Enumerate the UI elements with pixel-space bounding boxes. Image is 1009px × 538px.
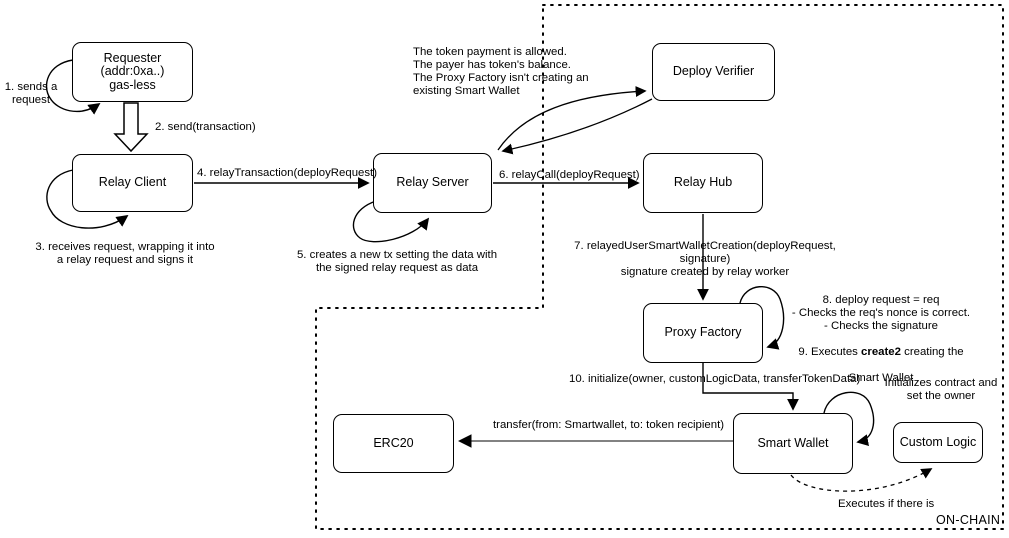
label-step6: 6. relayCall(deployRequest): [499, 169, 640, 181]
label-step5: 5. creates a new tx setting the data wit…: [296, 249, 498, 274]
box-smart-wallet: Smart Wallet: [733, 413, 853, 474]
onchain-region-label: ON-CHAIN: [936, 513, 1001, 527]
box-relay-server: Relay Server: [373, 153, 492, 213]
smart-wallet-self-loop-arrow: [823, 391, 875, 446]
label-step1: 1. sends a request: [4, 81, 58, 106]
send-transaction-block-arrow: [113, 102, 149, 153]
box-relay-client: Relay Client: [72, 154, 193, 212]
box-relay-hub: Relay Hub: [643, 153, 763, 213]
box-erc20: ERC20: [333, 414, 454, 473]
relay-client-self-loop-arrow: [46, 169, 129, 229]
box-custom-logic: Custom Logic: [893, 422, 983, 463]
box-requester: Requester (addr:0xa..) gas-less: [72, 42, 193, 102]
deploy-verifier-to-relay-server-arrow: [501, 98, 653, 155]
label-step9-line: 9. Executes create2 creating the: [798, 346, 964, 358]
label-verifier-note: The token payment is allowed. The payer …: [413, 46, 589, 97]
onchain-boundary: [315, 4, 1004, 530]
relay-server-to-deploy-verifier-arrow: [497, 86, 647, 151]
label-step4: 4. relayTransaction(deployRequest): [197, 167, 378, 179]
label-step10: 10. initialize(owner, customLogicData, t…: [569, 373, 861, 385]
box-proxy-factory: Proxy Factory: [643, 303, 763, 363]
label-executes-note: Executes if there is: [838, 498, 935, 510]
requester-self-loop-arrow: [45, 59, 101, 115]
label-step7: 7. relayedUserSmartWalletCreation(deploy…: [574, 240, 836, 278]
label-step8-lines: 8. deploy request = req - Checks the req…: [791, 294, 971, 332]
label-initializes-note: Initializes contract and set the owner: [884, 377, 998, 402]
executes-dashed-arrow: [790, 468, 933, 492]
label-step9-line2: Smart Wallet: [848, 372, 914, 384]
label-step2: 2. send(transaction): [155, 121, 256, 133]
label-step3: 3. receives request, wrapping it into a …: [35, 241, 215, 266]
initialize-arrow: [702, 363, 799, 411]
proxy-factory-self-loop-arrow: [739, 285, 785, 350]
box-deploy-verifier: Deploy Verifier: [652, 43, 775, 101]
relay-server-self-loop-arrow: [352, 200, 430, 243]
label-step8-9: 8. deploy request = req - Checks the req…: [783, 281, 979, 398]
label-transfer: transfer(from: Smartwallet, to: token re…: [493, 419, 725, 431]
